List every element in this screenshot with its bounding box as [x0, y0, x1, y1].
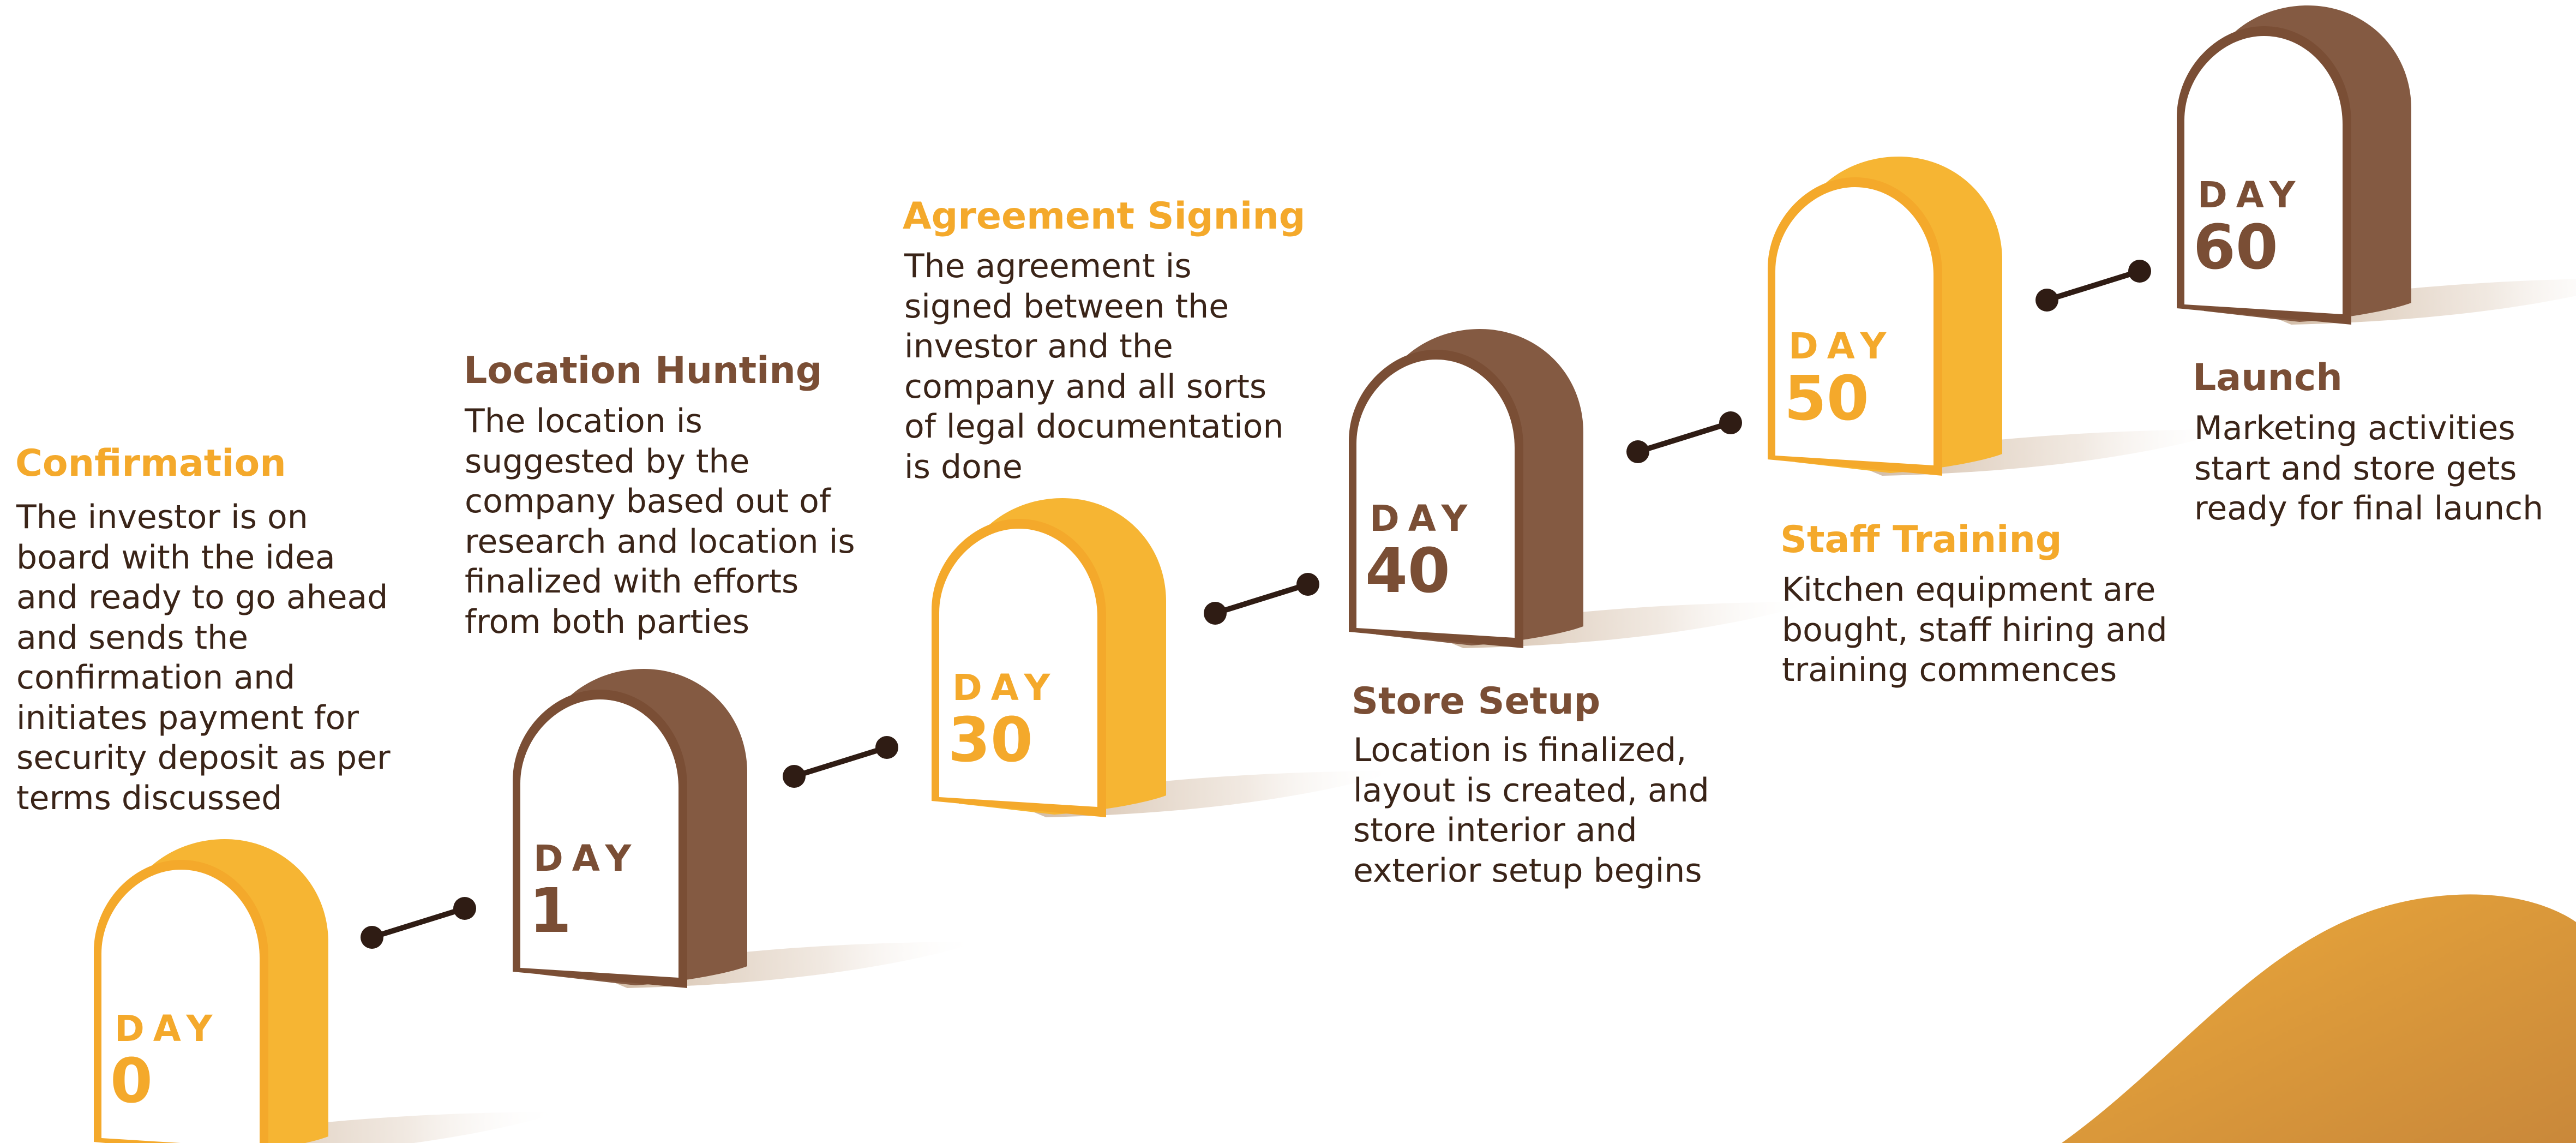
description-line: training commences: [1782, 651, 2117, 689]
description-line: Location is finalized,: [1353, 731, 1687, 769]
connector-dot: [1204, 602, 1227, 625]
connector-dot: [361, 926, 383, 949]
connector-dot: [1296, 573, 1319, 596]
connector-dot: [875, 736, 898, 759]
connector-dot: [2128, 260, 2151, 283]
day-label: DAY: [115, 1008, 221, 1050]
connector-dot: [1626, 440, 1649, 463]
marker-face: [1775, 187, 1933, 465]
description-line: exterior setup begins: [1353, 851, 1702, 890]
connector-dot: [783, 765, 806, 788]
marker-face: [939, 529, 1097, 807]
description-line: finalized with efforts: [465, 562, 799, 601]
description-line: Kitchen equipment are: [1782, 571, 2156, 609]
day-label: DAY: [533, 837, 640, 879]
connector-link: [783, 736, 898, 788]
day-number: 0: [110, 1046, 153, 1117]
day-label: DAY: [2197, 174, 2304, 216]
marker-face: [2184, 36, 2343, 314]
description-line: and ready to go ahead: [16, 578, 388, 617]
connector-dot: [1719, 411, 1742, 434]
day-number: 60: [2193, 212, 2278, 283]
marker-face: [520, 699, 678, 978]
description-line: layout is created, and: [1353, 771, 1709, 810]
step-title: Store Setup: [1352, 680, 1601, 723]
day-number: 30: [948, 705, 1033, 776]
description-line: store interior and: [1353, 811, 1637, 849]
day-number: 1: [529, 876, 572, 947]
description-line: security deposit as per: [16, 739, 391, 777]
step-description: Location is finalized,layout is created,…: [1353, 731, 1709, 891]
connector-link: [1626, 411, 1742, 463]
connector-dot: [2035, 289, 2058, 312]
description-line: research and location is: [465, 522, 855, 561]
description-line: confirmation and: [16, 659, 296, 697]
description-line: company based out of: [465, 482, 831, 520]
description-line: is done: [904, 447, 1023, 486]
connector-link: [1204, 573, 1319, 625]
step-title: Staff Training: [1780, 518, 2062, 561]
connector-link: [2035, 260, 2151, 312]
description-line: start and store gets: [2194, 449, 2517, 488]
description-line: The location is: [465, 402, 702, 440]
connector-dot: [453, 897, 476, 920]
description-line: board with the idea: [16, 538, 335, 577]
description-line: terms discussed: [16, 779, 283, 817]
description-line: suggested by the: [465, 442, 750, 481]
step-title: Launch: [2193, 356, 2343, 399]
day-label: DAY: [952, 667, 1059, 709]
step-title: Agreement Signing: [903, 195, 1306, 238]
connector-link: [361, 897, 476, 949]
description-line: company and all sorts: [904, 367, 1267, 406]
description-line: The agreement is: [904, 247, 1192, 285]
description-line: bought, staff hiring and: [1782, 611, 2167, 649]
description-line: initiates payment for: [16, 698, 359, 737]
description-line: and sends the: [16, 618, 249, 657]
marker-face: [101, 870, 260, 1143]
marker-face: [1356, 360, 1515, 638]
day-label: DAY: [1370, 498, 1476, 540]
description-line: signed between the: [904, 287, 1229, 326]
step-title: Confirmation: [15, 442, 286, 485]
description-line: Marketing activities: [2194, 409, 2515, 447]
description-line: from both parties: [465, 602, 750, 641]
day-label: DAY: [1788, 325, 1895, 367]
description-line: The investor is on: [16, 498, 308, 536]
step-title: Location Hunting: [464, 349, 822, 392]
decorative-wave: [2062, 894, 2576, 1143]
day-number: 50: [1784, 363, 1869, 434]
description-line: of legal documentation: [904, 408, 1284, 446]
description-line: ready for final launch: [2194, 489, 2544, 528]
day-number: 40: [1365, 536, 1450, 607]
description-line: investor and the: [904, 327, 1173, 366]
